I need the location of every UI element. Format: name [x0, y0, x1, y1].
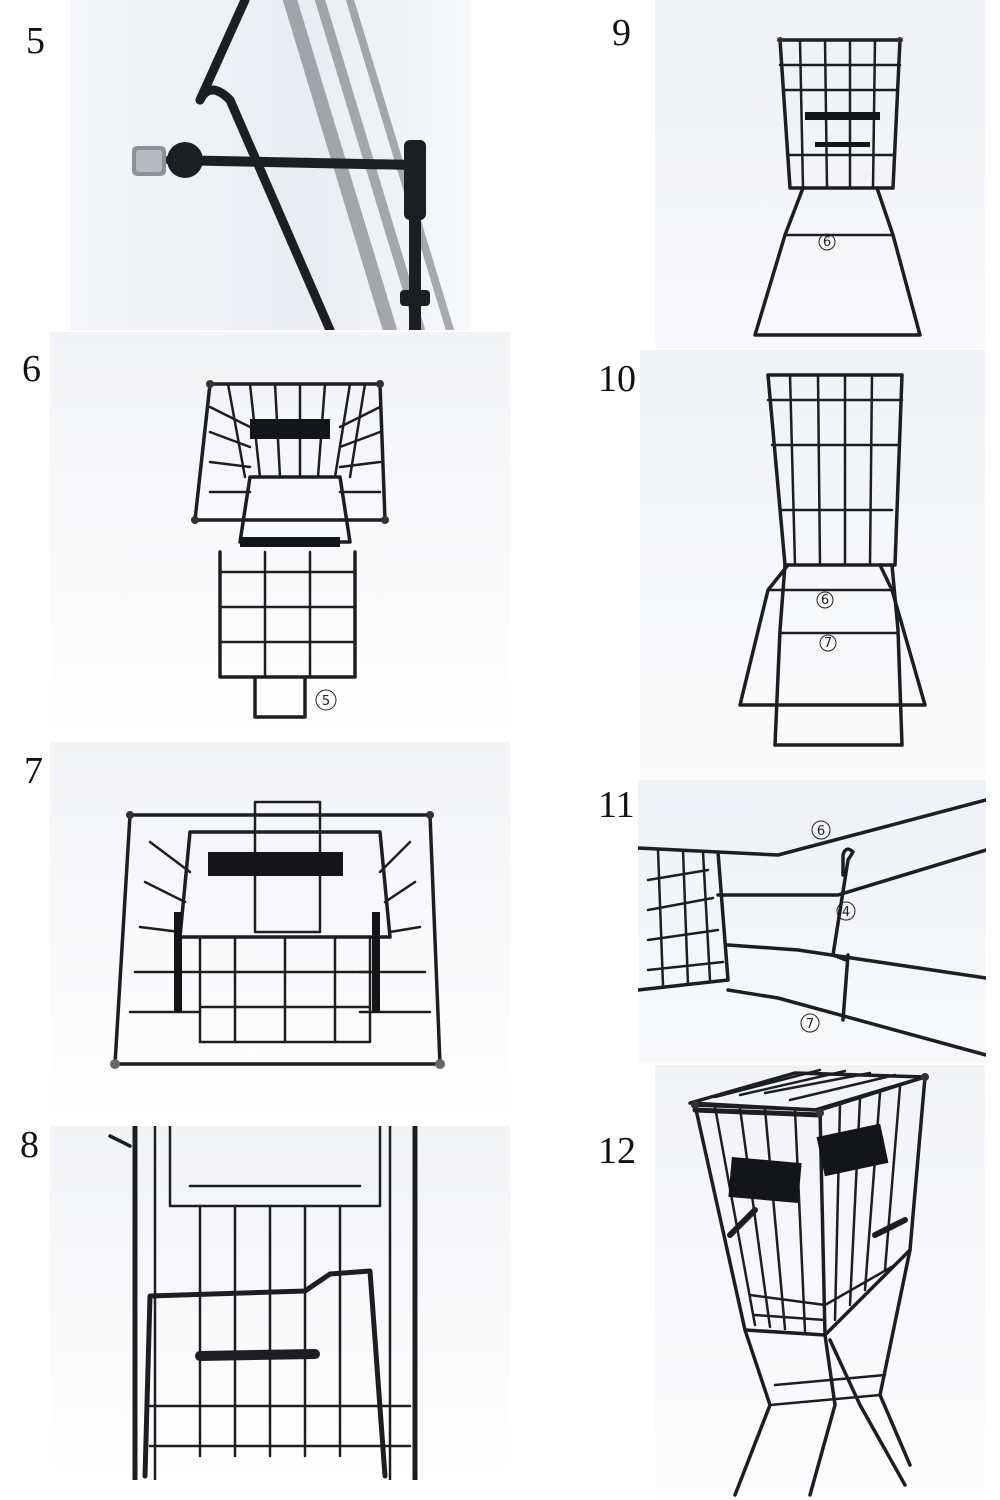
basket-on-stand-front: 6	[753, 37, 922, 337]
hook-connection-detail: 6 4 7	[638, 798, 986, 1057]
step-7-photo	[50, 742, 510, 1127]
basket-on-double-stand: 6 7	[738, 373, 927, 747]
svg-text:6: 6	[823, 235, 831, 250]
callout-7: 7	[819, 634, 837, 652]
step-9-photo: 6	[655, 0, 985, 348]
svg-text:6: 6	[821, 593, 829, 608]
callout-6: 6	[816, 591, 834, 609]
svg-text:7: 7	[806, 1017, 814, 1032]
callout-6: 6	[811, 820, 831, 840]
bolt-joint-closeup	[132, 0, 454, 330]
basket-top-view: 5	[191, 380, 389, 719]
callout-4: 4	[836, 901, 856, 921]
step-11-photo: 6 4 7	[638, 780, 986, 1062]
step-number-6: 6	[22, 348, 41, 390]
step-number-8: 8	[20, 1124, 39, 1166]
step-10-photo: 6 7	[640, 350, 985, 780]
callout-6: 6	[818, 233, 836, 251]
callout-7: 7	[800, 1013, 820, 1033]
callout-5: 5	[315, 689, 337, 711]
svg-text:5: 5	[322, 694, 330, 709]
svg-text:6: 6	[817, 824, 825, 839]
assembled-ball-basket	[688, 1068, 929, 1497]
step-5-photo	[70, 0, 470, 330]
step-8-photo	[50, 1126, 510, 1480]
step-12-photo	[655, 1065, 985, 1500]
svg-text:4: 4	[842, 905, 850, 920]
step-number-5: 5	[26, 20, 45, 62]
svg-text:7: 7	[824, 636, 832, 651]
step-number-7: 7	[24, 750, 43, 792]
step-number-10: 10	[598, 358, 636, 400]
step-number-11: 11	[598, 784, 635, 826]
basket-interior-closeup	[108, 1126, 418, 1480]
step-number-9: 9	[612, 12, 631, 54]
basket-top-view-closed	[110, 800, 445, 1069]
step-6-photo: 5	[50, 332, 510, 742]
step-number-12: 12	[598, 1130, 636, 1172]
